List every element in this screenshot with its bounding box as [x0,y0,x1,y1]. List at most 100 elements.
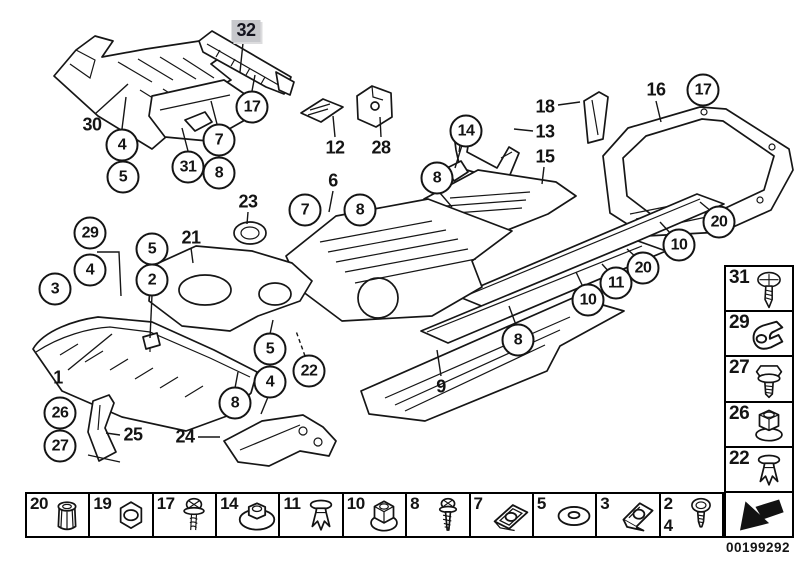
legend-item-label: 20 [30,494,48,513]
part-label-23[interactable]: 23 [238,191,258,212]
part-label-32-selected[interactable]: 32 [231,20,261,42]
callout-7[interactable]: 7 [288,193,322,227]
legend-item-27[interactable]: 27 [724,357,794,403]
legend-item-17[interactable]: 17 [153,492,218,538]
expansion-rivet-icon [748,452,790,490]
legend-item-label: 31 [729,267,750,288]
legend-item-label: 19 [93,494,112,513]
legend-item-22[interactable]: 22 [724,447,794,493]
hex-nut-washer-icon [748,407,790,445]
part-label-12[interactable]: 12 [325,137,345,158]
legend-item-label: 5 [536,494,546,513]
callout-31[interactable]: 31 [171,150,205,184]
legend-item-8[interactable]: 8 [407,492,471,538]
part-label-13[interactable]: 13 [535,121,555,142]
part-21-frame-panel [148,245,313,332]
clamp-clip-icon [748,316,790,354]
legend-item-11[interactable]: 11 [280,492,344,538]
part-25-bracket [87,394,121,463]
plastic-cap-nut-icon [47,497,87,535]
legend-item-5[interactable]: 5 [533,492,598,538]
part-28-bracket [356,85,393,128]
legend-item-20[interactable]: 20 [25,492,91,538]
callout-4[interactable]: 4 [73,253,107,287]
callout-5[interactable]: 5 [135,232,169,266]
legend-item-14[interactable]: 14 [217,492,281,538]
callout-8[interactable]: 8 [420,161,454,195]
part-label-28[interactable]: 28 [371,137,391,158]
back-arrow-icon [730,495,790,535]
legend-item-label: 8 [410,494,420,513]
callout-8[interactable]: 8 [218,386,252,420]
flange-nut-icon [364,497,404,535]
callout-8[interactable]: 8 [501,323,535,357]
part-24-bracket [223,414,337,467]
legend-item-label: 10 [346,494,365,513]
part-label-15[interactable]: 15 [535,146,555,167]
tapping-screw-icon [428,497,468,535]
part-16-17-rear-underfloor-panel [602,106,794,237]
callout-2[interactable]: 2 [135,263,169,297]
callout-3[interactable]: 3 [38,272,72,306]
legend-item-label: 11 [283,494,301,513]
hex-flange-screw-icon [748,361,790,399]
part-label-24[interactable]: 24 [175,426,195,447]
legend-back-button[interactable] [724,492,794,539]
callout-5[interactable]: 5 [253,332,287,366]
fastener-legend-right: 31 29 27 26 22 [724,265,794,539]
fastener-legend-bottom: 20 19 17 14 11 10 8 7 [25,492,724,538]
part-12-plate [300,98,344,123]
callout-17[interactable]: 17 [235,90,269,124]
drawing-number: 00199292 [725,540,791,555]
legend-item-label: 29 [729,312,750,334]
legend-item-19[interactable]: 19 [90,492,154,538]
part-label-25[interactable]: 25 [123,424,143,445]
callout-10[interactable]: 10 [662,228,696,262]
part-label-6[interactable]: 6 [328,170,338,191]
part-label-9[interactable]: 9 [436,376,446,397]
legend-item-2-4[interactable]: 2 4 [660,492,724,538]
part-1-front-panel [32,316,258,432]
part-label-16[interactable]: 16 [646,79,666,100]
callout-5[interactable]: 5 [106,160,140,194]
callout-20[interactable]: 20 [702,205,736,239]
callout-20[interactable]: 20 [626,251,660,285]
part-label-30[interactable]: 30 [82,114,102,135]
fastener-detail [142,332,161,350]
callout-22[interactable]: 22 [292,354,326,388]
callout-4[interactable]: 4 [253,365,287,399]
callout-26[interactable]: 26 [43,396,77,430]
washer-icon [554,497,594,535]
part-label-18[interactable]: 18 [535,96,555,117]
legend-item-31[interactable]: 31 [724,265,794,313]
legend-item-7[interactable]: 7 [470,492,534,538]
callout-4[interactable]: 4 [105,128,139,162]
callout-11[interactable]: 11 [599,266,633,300]
nut-with-washer-icon [237,497,277,535]
part-6-center-panel [285,198,513,322]
legend-item-29[interactable]: 29 [724,312,794,358]
phillips-screw-icon [748,271,790,309]
legend-item-3[interactable]: 3 [597,492,661,538]
callout-27[interactable]: 27 [43,429,77,463]
part-18-bracket [583,91,609,144]
legend-item-label-2: 4 [663,516,673,535]
legend-item-label: 22 [729,447,750,469]
part-label-1[interactable]: 1 [53,367,63,388]
cage-clip-icon [618,497,658,535]
callout-29[interactable]: 29 [73,216,107,250]
callout-17[interactable]: 17 [686,73,720,107]
legend-item-label: 14 [220,494,238,513]
callout-14[interactable]: 14 [449,114,483,148]
screw-with-washer-icon [174,497,214,535]
callout-7[interactable]: 7 [202,123,236,157]
callout-10[interactable]: 10 [571,283,605,317]
callout-8[interactable]: 8 [343,193,377,227]
callout-8[interactable]: 8 [202,156,236,190]
legend-item-26[interactable]: 26 [724,402,794,448]
part-label-21[interactable]: 21 [181,227,201,248]
legend-item-10[interactable]: 10 [343,492,408,538]
part-23-grommet [233,221,267,245]
